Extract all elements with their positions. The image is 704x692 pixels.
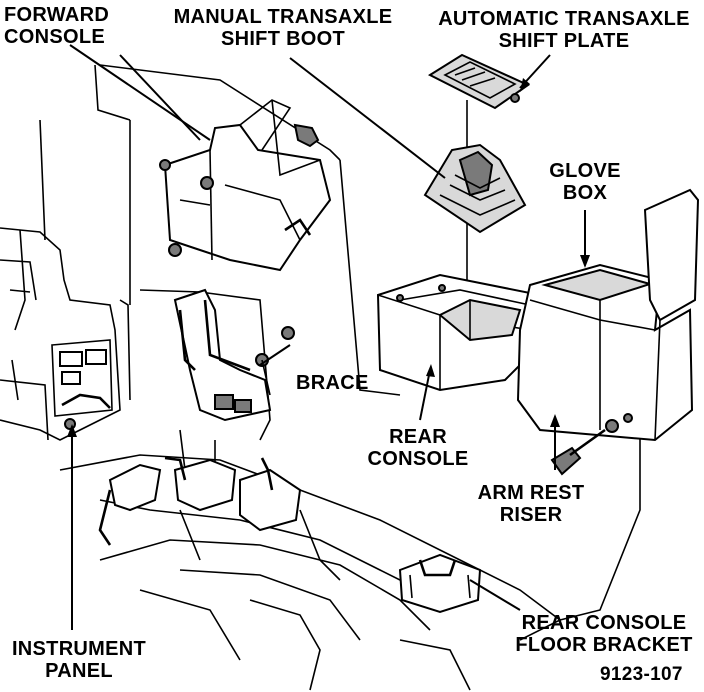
label-manual-shift-boot-line2: SHIFT BOOT bbox=[220, 28, 346, 50]
forward-console-part bbox=[159, 99, 332, 272]
label-arm-rest-riser-line2: RISER bbox=[499, 504, 563, 526]
figure-number-text: 9123-107 bbox=[600, 664, 683, 685]
label-automatic-shift-plate-line1: AUTOMATIC TRANSAXLE bbox=[438, 8, 690, 30]
label-automatic-shift-plate-line2: SHIFT PLATE bbox=[498, 30, 630, 52]
label-instrument-panel-line2: PANEL bbox=[45, 660, 113, 682]
instrument-panel-part bbox=[0, 119, 131, 441]
label-brace-text: BRACE bbox=[296, 372, 369, 394]
label-manual-shift-boot: MANUAL TRANSAXLE SHIFT BOOT bbox=[168, 6, 398, 50]
rear-console-floor-bracket-part bbox=[398, 553, 482, 614]
floor-tunnel bbox=[59, 454, 562, 691]
leader-lines bbox=[67, 44, 590, 630]
label-arm-rest-riser-line1: ARM REST bbox=[477, 482, 585, 504]
label-automatic-shift-plate: AUTOMATIC TRANSAXLE SHIFT PLATE bbox=[428, 8, 700, 52]
label-rear-console-line2: CONSOLE bbox=[367, 448, 469, 470]
label-instrument-panel: INSTRUMENT PANEL bbox=[2, 638, 156, 682]
label-rear-console-floor-bracket: REAR CONSOLE FLOOR BRACKET bbox=[512, 612, 696, 656]
label-rear-console-floor-bracket-line2: FLOOR BRACKET bbox=[515, 634, 693, 656]
label-rear-console: REAR CONSOLE bbox=[358, 426, 478, 470]
alignment-lines bbox=[94, 64, 641, 621]
label-glove-box-line2: BOX bbox=[562, 182, 608, 204]
glove-box-part bbox=[516, 188, 700, 442]
manual-shift-boot-part bbox=[423, 143, 527, 234]
label-rear-console-floor-bracket-line1: REAR CONSOLE bbox=[521, 612, 687, 634]
automatic-shift-plate-part bbox=[427, 53, 531, 110]
label-glove-box: GLOVE BOX bbox=[540, 160, 630, 204]
brace-part bbox=[173, 288, 295, 422]
label-forward-console-line1: FORWARD bbox=[4, 4, 110, 26]
figure-number: 9123-107 bbox=[600, 664, 683, 686]
label-rear-console-line1: REAR bbox=[389, 426, 447, 448]
rear-console-part bbox=[376, 273, 542, 392]
label-arm-rest-riser: ARM REST RISER bbox=[470, 482, 592, 526]
label-brace: BRACE bbox=[296, 372, 369, 394]
label-forward-console: FORWARD CONSOLE bbox=[4, 4, 109, 48]
label-manual-shift-boot-line1: MANUAL TRANSAXLE bbox=[173, 6, 393, 28]
label-forward-console-line2: CONSOLE bbox=[4, 26, 105, 48]
label-instrument-panel-line1: INSTRUMENT bbox=[11, 638, 147, 660]
arm-rest-riser-screw bbox=[550, 428, 606, 476]
label-glove-box-line1: GLOVE bbox=[549, 160, 621, 182]
